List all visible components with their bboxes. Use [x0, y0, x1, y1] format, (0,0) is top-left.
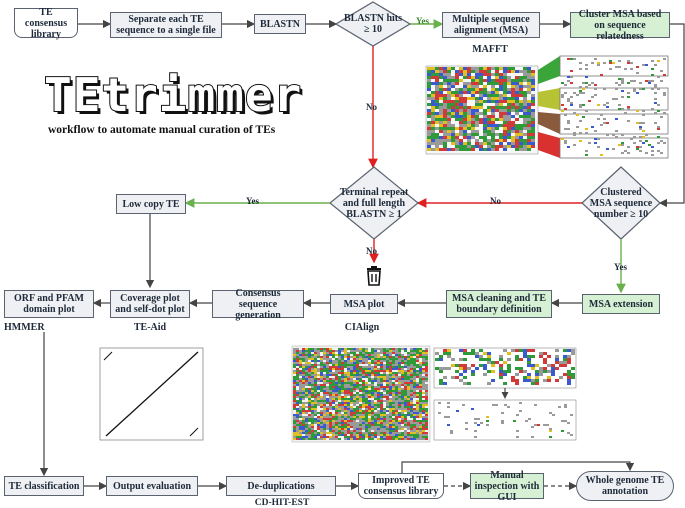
- self-dot-plot: [99, 347, 204, 441]
- separate-node: Separate each TE sequence to a single fi…: [110, 12, 222, 38]
- cluster-node: Cluster MSA based on sequence relatednes…: [570, 9, 670, 42]
- edge-label-yes-terminal: Yes: [246, 196, 259, 206]
- te-library-node: TE consensus library: [14, 7, 78, 40]
- blastn-node: BLASTN: [254, 14, 306, 34]
- msa-plot-image: [291, 345, 577, 443]
- msa-plot-node: MSA plot: [330, 294, 398, 314]
- blastn-hits-label: BLASTN hits ≥ 10: [343, 13, 403, 35]
- msa-cleaning-node: MSA cleaning and TE boundary definition: [446, 290, 552, 318]
- edge-cluster-number: [634, 23, 685, 208]
- te-classification-node: TE classification: [4, 476, 84, 496]
- edge-label-no-terminal: No: [366, 246, 377, 256]
- terminal-label: Terminal repeat and full length BLASTN ≥…: [339, 186, 409, 220]
- improved-node: Improved TE consensus library: [358, 473, 444, 499]
- low-copy-node: Low copy TE: [116, 194, 186, 214]
- trash-icon: [367, 266, 381, 286]
- te-aid-label: TE-Aid: [133, 322, 167, 333]
- whole-genome-node: Whole genome TE annotation: [576, 471, 674, 501]
- dedup-node: De-duplications: [226, 476, 336, 496]
- msa-cluster-image: [425, 55, 669, 159]
- manual-node: Manual inspection with GUI: [470, 470, 544, 503]
- output-eval-node: Output evaluation: [106, 476, 198, 496]
- hmmer-label: HMMER: [4, 322, 45, 333]
- coverage-node: Coverage plot and self-dot plot: [110, 290, 190, 318]
- cdhit-label: CD-HIT-EST: [254, 498, 310, 508]
- app-title: TEtrimmer: [43, 68, 303, 122]
- edge-label-no-hits: No: [366, 102, 377, 112]
- mafft-label: MAFFT: [472, 44, 508, 55]
- msa-node: Multiple sequence alignment (MSA): [442, 12, 540, 38]
- consensus-node: Consensus sequence generation: [212, 288, 304, 321]
- edge-label-yes-clustered: Yes: [614, 262, 627, 272]
- orf-node: ORF and PFAM domain plot: [4, 290, 94, 318]
- cialign-label: CIAlign: [344, 322, 380, 333]
- edge-label-no-clustered: No: [490, 196, 501, 206]
- msa-extension-node: MSA extension: [582, 294, 660, 314]
- clustered-number-label: Clustered MSA sequence number ≥ 10: [589, 186, 653, 220]
- app-subtitle: workflow to automate manual curation of …: [48, 124, 276, 136]
- edge-improved-whole: [401, 461, 635, 473]
- edge-label-yes-hits: Yes: [416, 16, 429, 26]
